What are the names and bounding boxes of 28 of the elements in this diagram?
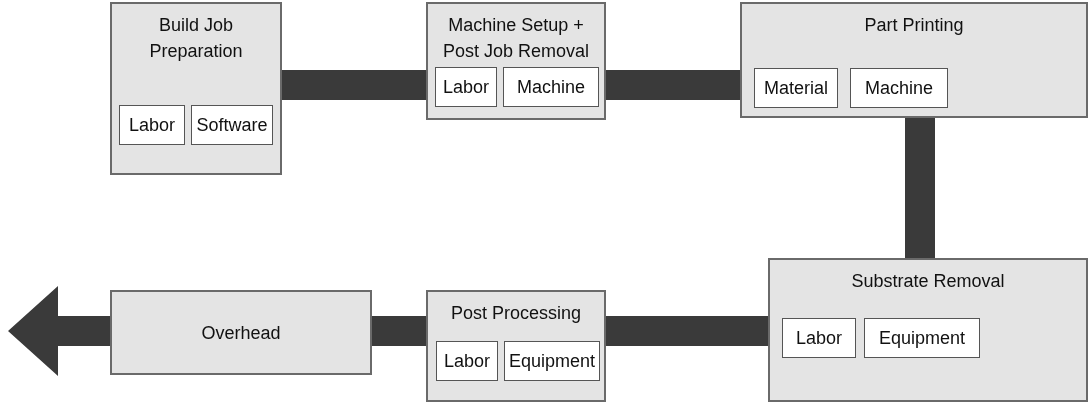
cost-item-box: Equipment xyxy=(504,341,600,381)
connector-bar xyxy=(372,316,426,346)
cost-item-box: Equipment xyxy=(864,318,980,358)
cost-item-box: Labor xyxy=(435,67,497,107)
cost-item-box: Material xyxy=(754,68,838,108)
connector-bar xyxy=(606,70,740,100)
process-box xyxy=(110,290,372,375)
cost-item-box: Labor xyxy=(436,341,498,381)
process-title: Substrate Removal xyxy=(850,270,1006,293)
process-title: Overhead xyxy=(200,321,282,345)
process-box xyxy=(740,2,1088,118)
cost-item-box: Machine xyxy=(850,68,948,108)
process-box xyxy=(768,258,1088,402)
process-box xyxy=(426,2,606,120)
process-title: Machine Setup + Post Job Removal xyxy=(441,14,591,63)
process-title: Post Processing xyxy=(449,302,583,325)
connector-bar xyxy=(905,118,935,258)
connector-bar xyxy=(606,316,768,346)
cost-item-box: Labor xyxy=(119,105,185,145)
process-box xyxy=(110,2,282,175)
process-title: Build Job Preparation xyxy=(148,14,244,63)
process-box xyxy=(426,290,606,402)
process-title: Part Printing xyxy=(863,14,965,37)
cost-item-box: Labor xyxy=(782,318,856,358)
cost-item-box: Machine xyxy=(503,67,599,107)
connector-bar xyxy=(282,70,426,100)
cost-item-box: Software xyxy=(191,105,273,145)
arrow xyxy=(8,286,110,376)
